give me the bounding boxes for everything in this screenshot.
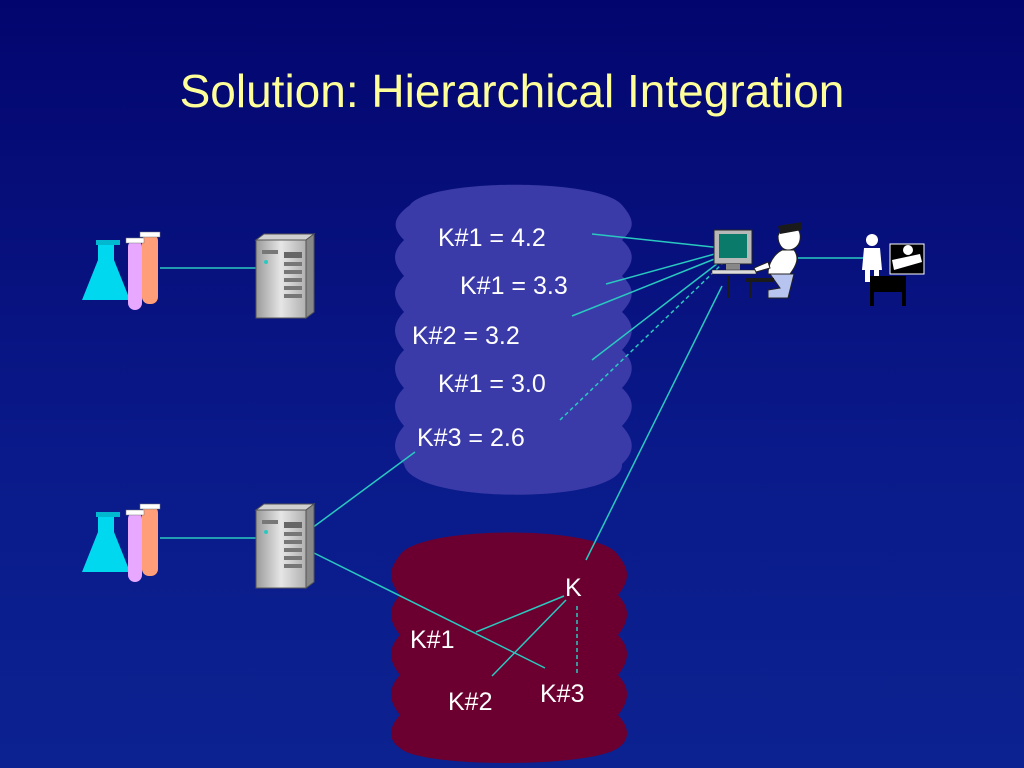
server-tower-icon (254, 233, 316, 319)
connector-k-k2 (491, 599, 567, 677)
upper-store-entry: K#2 = 3.2 (412, 322, 520, 350)
lab-flask-and-test-tubes-icon (82, 231, 161, 310)
server-tower-icon (254, 503, 316, 589)
doctor-and-patient-icon (862, 234, 925, 306)
connector-entry5-user-dashed (559, 263, 723, 421)
connector-k-user (585, 285, 723, 561)
lab-flask-and-test-tubes-icon (82, 503, 161, 582)
hierarchy-child-node: K#1 (410, 626, 454, 654)
person-at-computer-icon (711, 222, 802, 299)
slide-title: Solution: Hierarchical Integration (179, 65, 845, 117)
lower-data-store (391, 532, 627, 763)
connector-server2-upper (311, 451, 416, 529)
connector-entry4-user (591, 259, 723, 361)
connector-entry2-user (605, 251, 723, 285)
connector-entry3-user (571, 255, 723, 317)
connector-server2-k3 (311, 551, 546, 669)
upper-store-entry: K#1 = 4.2 (438, 224, 546, 252)
upper-data-store (395, 184, 632, 495)
hierarchy-child-node: K#3 (540, 680, 584, 708)
hierarchy-child-node: K#2 (448, 688, 492, 716)
upper-store-entry: K#1 = 3.3 (460, 272, 568, 300)
upper-store-entry: K#1 = 3.0 (438, 370, 546, 398)
connector-entry1-user (591, 233, 723, 249)
hierarchy-root-node: K (565, 574, 582, 602)
connector-k-k1 (475, 595, 565, 633)
upper-store-entry: K#3 = 2.6 (417, 424, 525, 452)
